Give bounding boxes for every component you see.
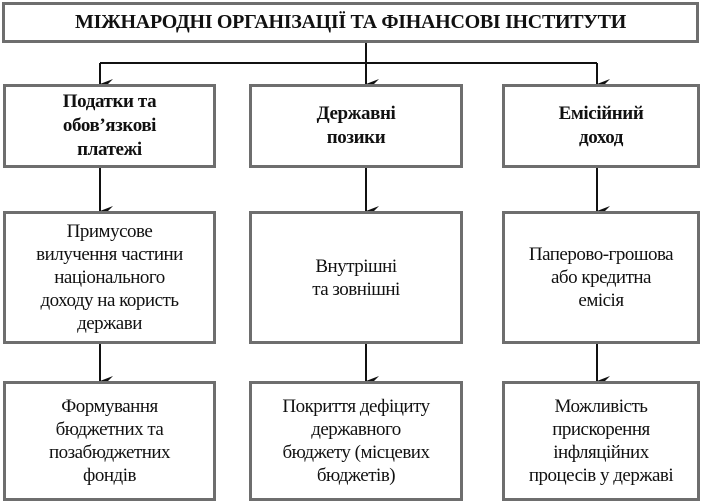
result-line: прискорення (552, 419, 650, 440)
title-text: МІЖНАРОДНІ ОРГАНІЗАЦІЇ ТА ФІНАНСОВІ ІНСТ… (75, 11, 626, 33)
header-line: доход (579, 127, 623, 148)
description-line: Внутрішні (315, 255, 397, 277)
col2-header-box: Державні позики (249, 84, 463, 168)
description-line: доходу на користь (40, 290, 179, 311)
result-line: бюджетів) (316, 465, 396, 486)
header-line: позики (326, 127, 386, 148)
header-line: Податки та (62, 91, 157, 112)
header-line: Емісійний (558, 103, 644, 124)
col1-header-box: Податки та обов’язкові платежі (3, 84, 216, 168)
result-line: процесів у державі (528, 465, 674, 486)
result-line: Формування (61, 396, 158, 417)
description-line: національного (54, 267, 165, 288)
description-line: та зовнішні (312, 278, 400, 300)
result-line: інфляційних (553, 442, 649, 463)
result-line: фондів (83, 465, 136, 486)
col3-header-box: Емісійний доход (502, 84, 700, 168)
result-line: бюджетних та (55, 419, 164, 440)
header-line: платежі (77, 139, 142, 160)
description-line: держави (77, 313, 142, 334)
result-line: бюджету (місцевих (282, 442, 430, 463)
result-line: Можливість (554, 396, 648, 417)
description-line: або кредитна (550, 267, 652, 288)
description-line: емісія (578, 290, 624, 311)
result-line: позабюджетних (48, 442, 171, 463)
result-line: Покриття дефіциту (282, 396, 430, 417)
description-line: вилучення частини (36, 244, 183, 265)
title-box: МІЖНАРОДНІ ОРГАНІЗАЦІЇ ТА ФІНАНСОВІ ІНСТ… (2, 2, 699, 43)
description-line: Примусове (66, 221, 153, 242)
description-line: Паперово-грошова (528, 244, 674, 265)
result-line: державного (311, 419, 401, 440)
header-line: обов’язкові (62, 115, 157, 136)
header-line: Державні (316, 103, 396, 124)
